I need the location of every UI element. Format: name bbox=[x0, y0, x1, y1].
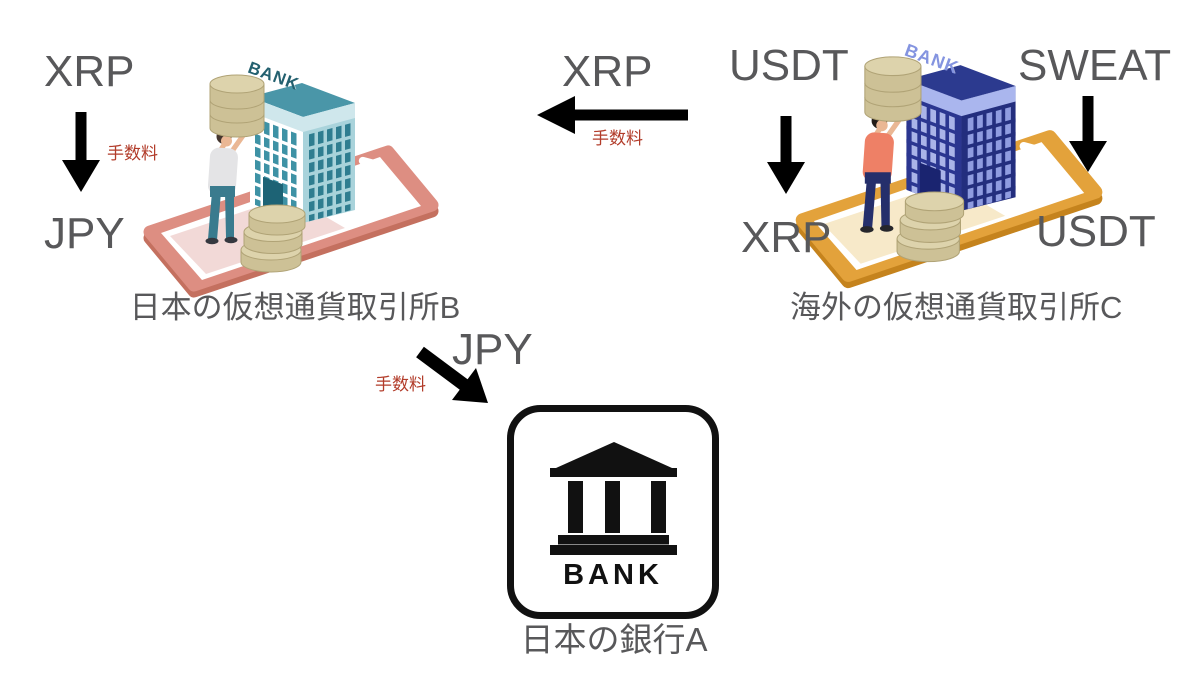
bank-column-icon bbox=[605, 481, 620, 533]
currency-xrp-trade1: XRP bbox=[741, 213, 832, 262]
arrow-head bbox=[537, 96, 575, 134]
fee-label-deposit-b: 手数料 bbox=[107, 144, 158, 163]
currency-jpy-withdrawal: JPY bbox=[452, 325, 533, 374]
bank-base-upper-icon bbox=[558, 535, 669, 545]
bank-architrave-icon bbox=[550, 468, 677, 477]
currency-usdt-trade2: USDT bbox=[1036, 207, 1156, 256]
bank-pediment-icon bbox=[556, 442, 672, 468]
bank-icon-text: BANK bbox=[563, 559, 663, 591]
bank-a-icon: BANK bbox=[507, 405, 719, 619]
bank-column-icon bbox=[651, 481, 666, 533]
arrow-jpy-to-bank-a bbox=[416, 346, 488, 403]
arrow-head bbox=[767, 162, 805, 194]
exchange-b-label: 日本の仮想通貨取引所B bbox=[129, 290, 461, 325]
bank-a-label: 日本の銀行A bbox=[520, 621, 708, 658]
exchange-c-label: 海外の仮想通貨取引所C bbox=[790, 290, 1123, 325]
arrow-head bbox=[62, 160, 100, 192]
bank-column-icon bbox=[568, 481, 583, 533]
currency-usdt-trade1: USDT bbox=[729, 41, 849, 90]
fee-label-withdrawal: 手数料 bbox=[375, 375, 426, 394]
fee-label-transfer: 手数料 bbox=[592, 129, 643, 148]
arrow-head bbox=[1069, 141, 1107, 172]
bank-base-lower-icon bbox=[550, 545, 677, 555]
currency-sweat-trade2: SWEAT bbox=[1018, 41, 1172, 90]
currency-jpy-b: JPY bbox=[44, 209, 125, 258]
arrow-xrp-transfer-c-to-b bbox=[537, 96, 688, 134]
arrow-shaft bbox=[416, 346, 471, 393]
currency-xrp-transfer: XRP bbox=[562, 47, 653, 96]
currency-xrp-deposit-b: XRP bbox=[44, 47, 135, 96]
arrow-sweat-to-usdt-c bbox=[1069, 96, 1107, 172]
arrow-xrp-to-jpy-b bbox=[62, 112, 100, 192]
arrow-usdt-to-xrp-c bbox=[767, 116, 805, 194]
arrow-head bbox=[452, 368, 488, 403]
